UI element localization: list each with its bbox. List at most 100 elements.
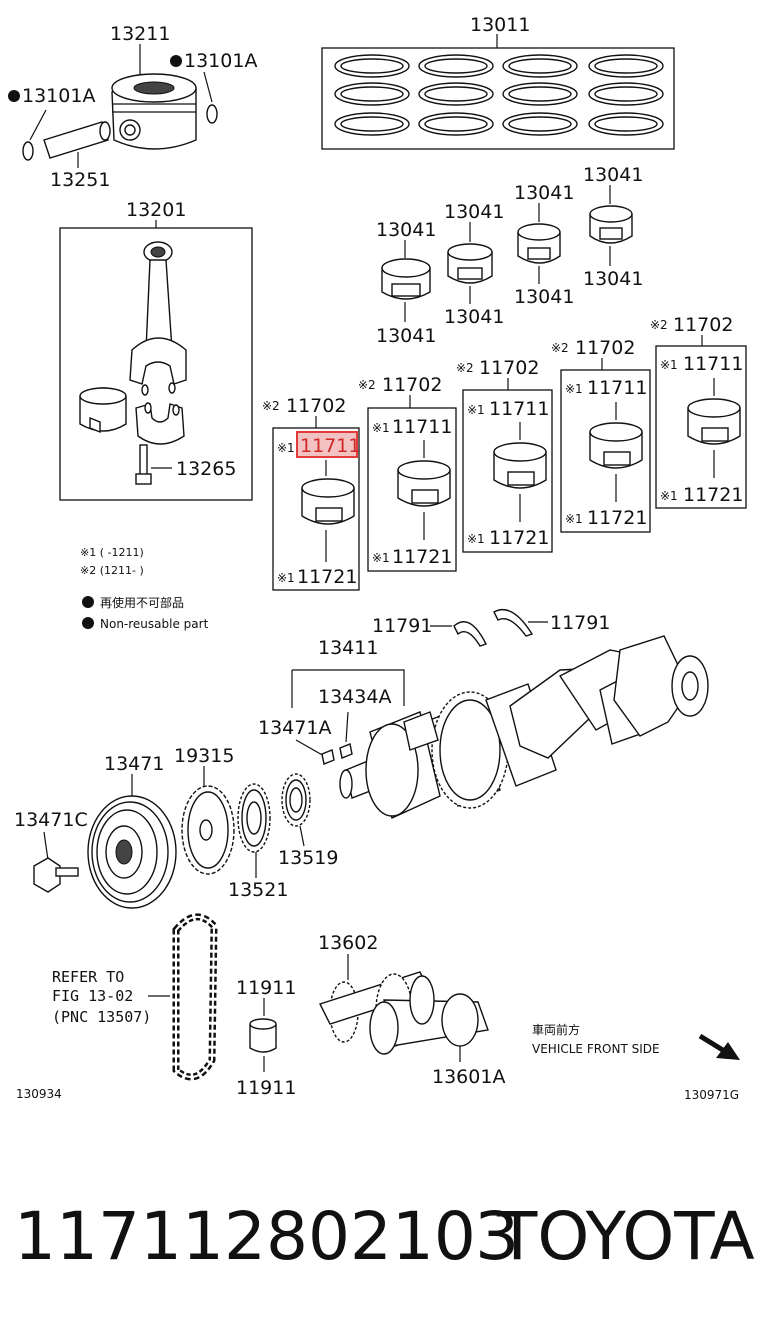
label-13041: 13041 [583, 164, 643, 186]
key-icon [339, 743, 353, 759]
label-13011: 13011 [470, 14, 530, 36]
label-11711-highlighted: 11711 [300, 435, 360, 457]
label-11721: 11721 [297, 566, 357, 588]
label-13211: 13211 [110, 23, 170, 45]
label-13601a: 13601A [432, 1066, 505, 1088]
part-number: 11711280210З [14, 1198, 519, 1275]
label-11791-right: 11791 [550, 612, 610, 634]
pulley-bolt-icon [33, 857, 79, 893]
front-side-en: VEHICLE FRONT SIDE [532, 1042, 660, 1056]
piston-pin-icon [43, 121, 111, 159]
main-bearing-set-d: ※2 11702 ※1 11711 ※1 11721 [551, 337, 651, 533]
note-mark-2: ※2 [650, 318, 668, 332]
crank-gear-small-icon [281, 773, 311, 827]
parts-diagram: 13011 13211 [8, 14, 747, 1102]
main-bearing-set-b: ※2 11702 ※1 11711 ※1 11721 [358, 374, 457, 572]
bearing-set-2: 13041 13041 [444, 201, 504, 328]
balance-bearing-icon [249, 1018, 277, 1053]
brand-name: TOYOTA [497, 1198, 755, 1275]
label-11702: 11702 [382, 374, 442, 396]
label-11791-left: 11791 [372, 615, 432, 637]
main-bearing-box [560, 369, 651, 533]
legend-jp: 再使用不可部品 [100, 595, 184, 610]
main-bearing-set-c: ※2 11702 ※1 11711 ※1 11721 [456, 357, 553, 553]
label-13201: 13201 [126, 199, 186, 221]
label-13041: 13041 [514, 182, 574, 204]
note-mark-2: ※2 [551, 341, 569, 355]
signal-rotor-icon [181, 785, 235, 875]
note-mark-2: ※2 [262, 399, 280, 413]
note-1: ※1 ( -1211) [80, 546, 144, 559]
snap-ring-icon [22, 141, 34, 161]
note-mark-1: ※1 [277, 441, 295, 455]
thrust-washer-icon [453, 621, 487, 647]
legend-en: Non-reusable part [100, 617, 209, 631]
note-mark-1: ※1 [277, 571, 295, 585]
label-11911-bottom: 11911 [236, 1077, 296, 1099]
note-mark-1: ※1 [467, 403, 485, 417]
main-bearing-box [462, 389, 553, 553]
crankshaft-pulley-icon [87, 795, 177, 909]
label-11721: 11721 [392, 546, 452, 568]
refer-line-1: REFER TO [52, 968, 124, 986]
label-11711: 11711 [587, 377, 647, 399]
label-13265: 13265 [176, 458, 236, 480]
label-13101a-left: 13101A [22, 85, 95, 107]
highlight-box [296, 431, 358, 458]
footer-caption: 11711280210З TOYOTA [0, 1192, 760, 1282]
non-reusable-dot-icon [170, 55, 182, 67]
label-11702: 11702 [479, 357, 539, 379]
note-mark-1: ※1 [372, 421, 390, 435]
label-11711: 11711 [392, 416, 452, 438]
note-mark-2: ※2 [358, 378, 376, 392]
non-reusable-dot-icon [82, 596, 94, 608]
connecting-rod-icon [129, 241, 187, 445]
label-13471: 13471 [104, 753, 164, 775]
non-reusable-dot-icon [8, 90, 20, 102]
label-13602: 13602 [318, 932, 378, 954]
label-11711: 11711 [683, 353, 743, 375]
note-mark-1: ※1 [660, 358, 678, 372]
label-13434a: 13434A [318, 686, 391, 708]
connecting-rod-box [59, 227, 253, 501]
label-13041: 13041 [376, 219, 436, 241]
crankshaft-icon [339, 635, 709, 819]
note-mark-1: ※1 [660, 489, 678, 503]
figure-code-left: 130934 [16, 1087, 62, 1101]
label-13041: 13041 [376, 325, 436, 347]
balance-shaft-icon [319, 971, 489, 1055]
main-bearing-set-e: ※2 11702 ※1 11711 ※1 11721 [650, 314, 747, 509]
label-13471c: 13471C [14, 809, 88, 831]
label-13101a-right: 13101A [184, 50, 257, 72]
main-bearing-set-a: ※2 11702 ※1 11711 ※1 11721 [262, 395, 360, 591]
label-13471a: 13471A [258, 717, 331, 739]
timing-sprocket-icon [237, 783, 271, 853]
bearing-set-3: 13041 13041 [514, 182, 574, 308]
label-11702: 11702 [286, 395, 346, 417]
timing-chain-icon [172, 913, 218, 1081]
note-2: ※2 (1211- ) [80, 564, 144, 577]
main-bearing-box [367, 407, 457, 572]
label-13251: 13251 [50, 169, 110, 191]
note-mark-1: ※1 [565, 512, 583, 526]
front-side-jp: 車両前方 [532, 1022, 580, 1037]
front-direction-arrow-icon [698, 1033, 740, 1060]
note-mark-1: ※1 [372, 551, 390, 565]
refer-line-3: (PNC 13507) [52, 1008, 151, 1026]
label-13041: 13041 [444, 201, 504, 223]
label-19315: 19315 [174, 745, 234, 767]
label-11721: 11721 [587, 507, 647, 529]
refer-line-2: FIG 13-02 [52, 987, 133, 1005]
label-13041: 13041 [583, 268, 643, 290]
figure-code-right: 130971G [684, 1088, 739, 1102]
note-mark-1: ※1 [565, 382, 583, 396]
main-bearing-box [272, 427, 360, 591]
rod-bearing-icon [79, 387, 127, 434]
piston-ring-set-box [321, 47, 675, 150]
piston-icon [111, 73, 197, 150]
label-13411: 13411 [318, 637, 378, 659]
label-11721: 11721 [489, 527, 549, 549]
piston-rings-icon [334, 54, 664, 136]
label-13519: 13519 [278, 847, 338, 869]
rod-bolt-icon [135, 444, 152, 485]
